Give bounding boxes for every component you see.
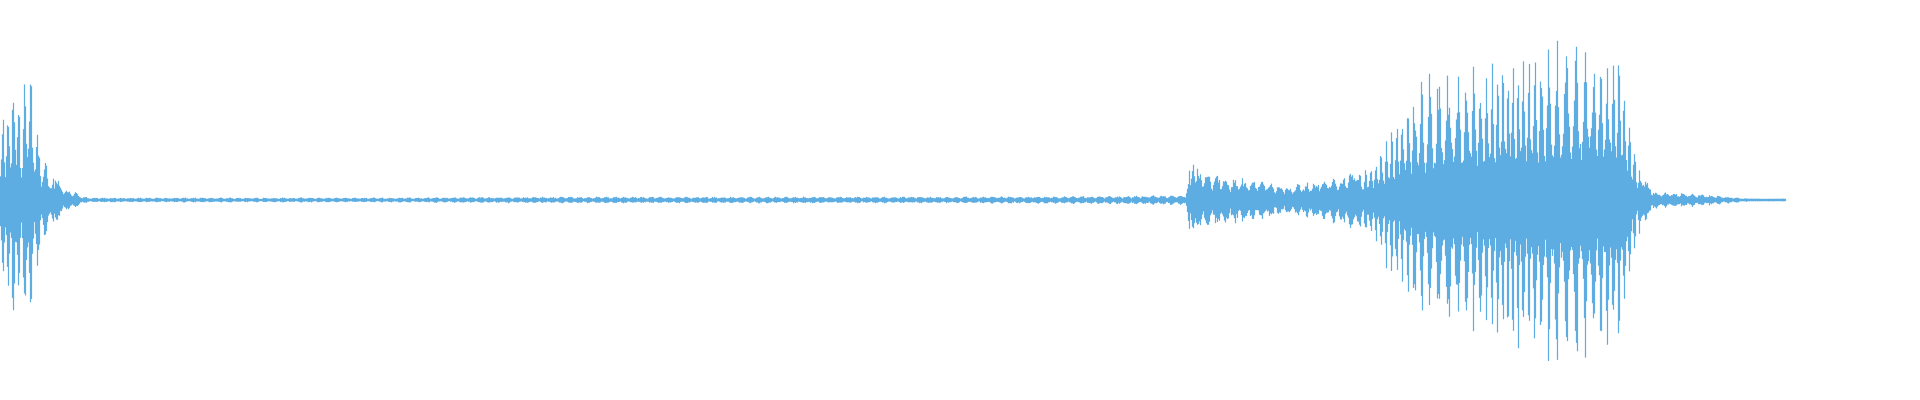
waveform-trace <box>0 40 1787 361</box>
waveform-path <box>0 40 1787 361</box>
